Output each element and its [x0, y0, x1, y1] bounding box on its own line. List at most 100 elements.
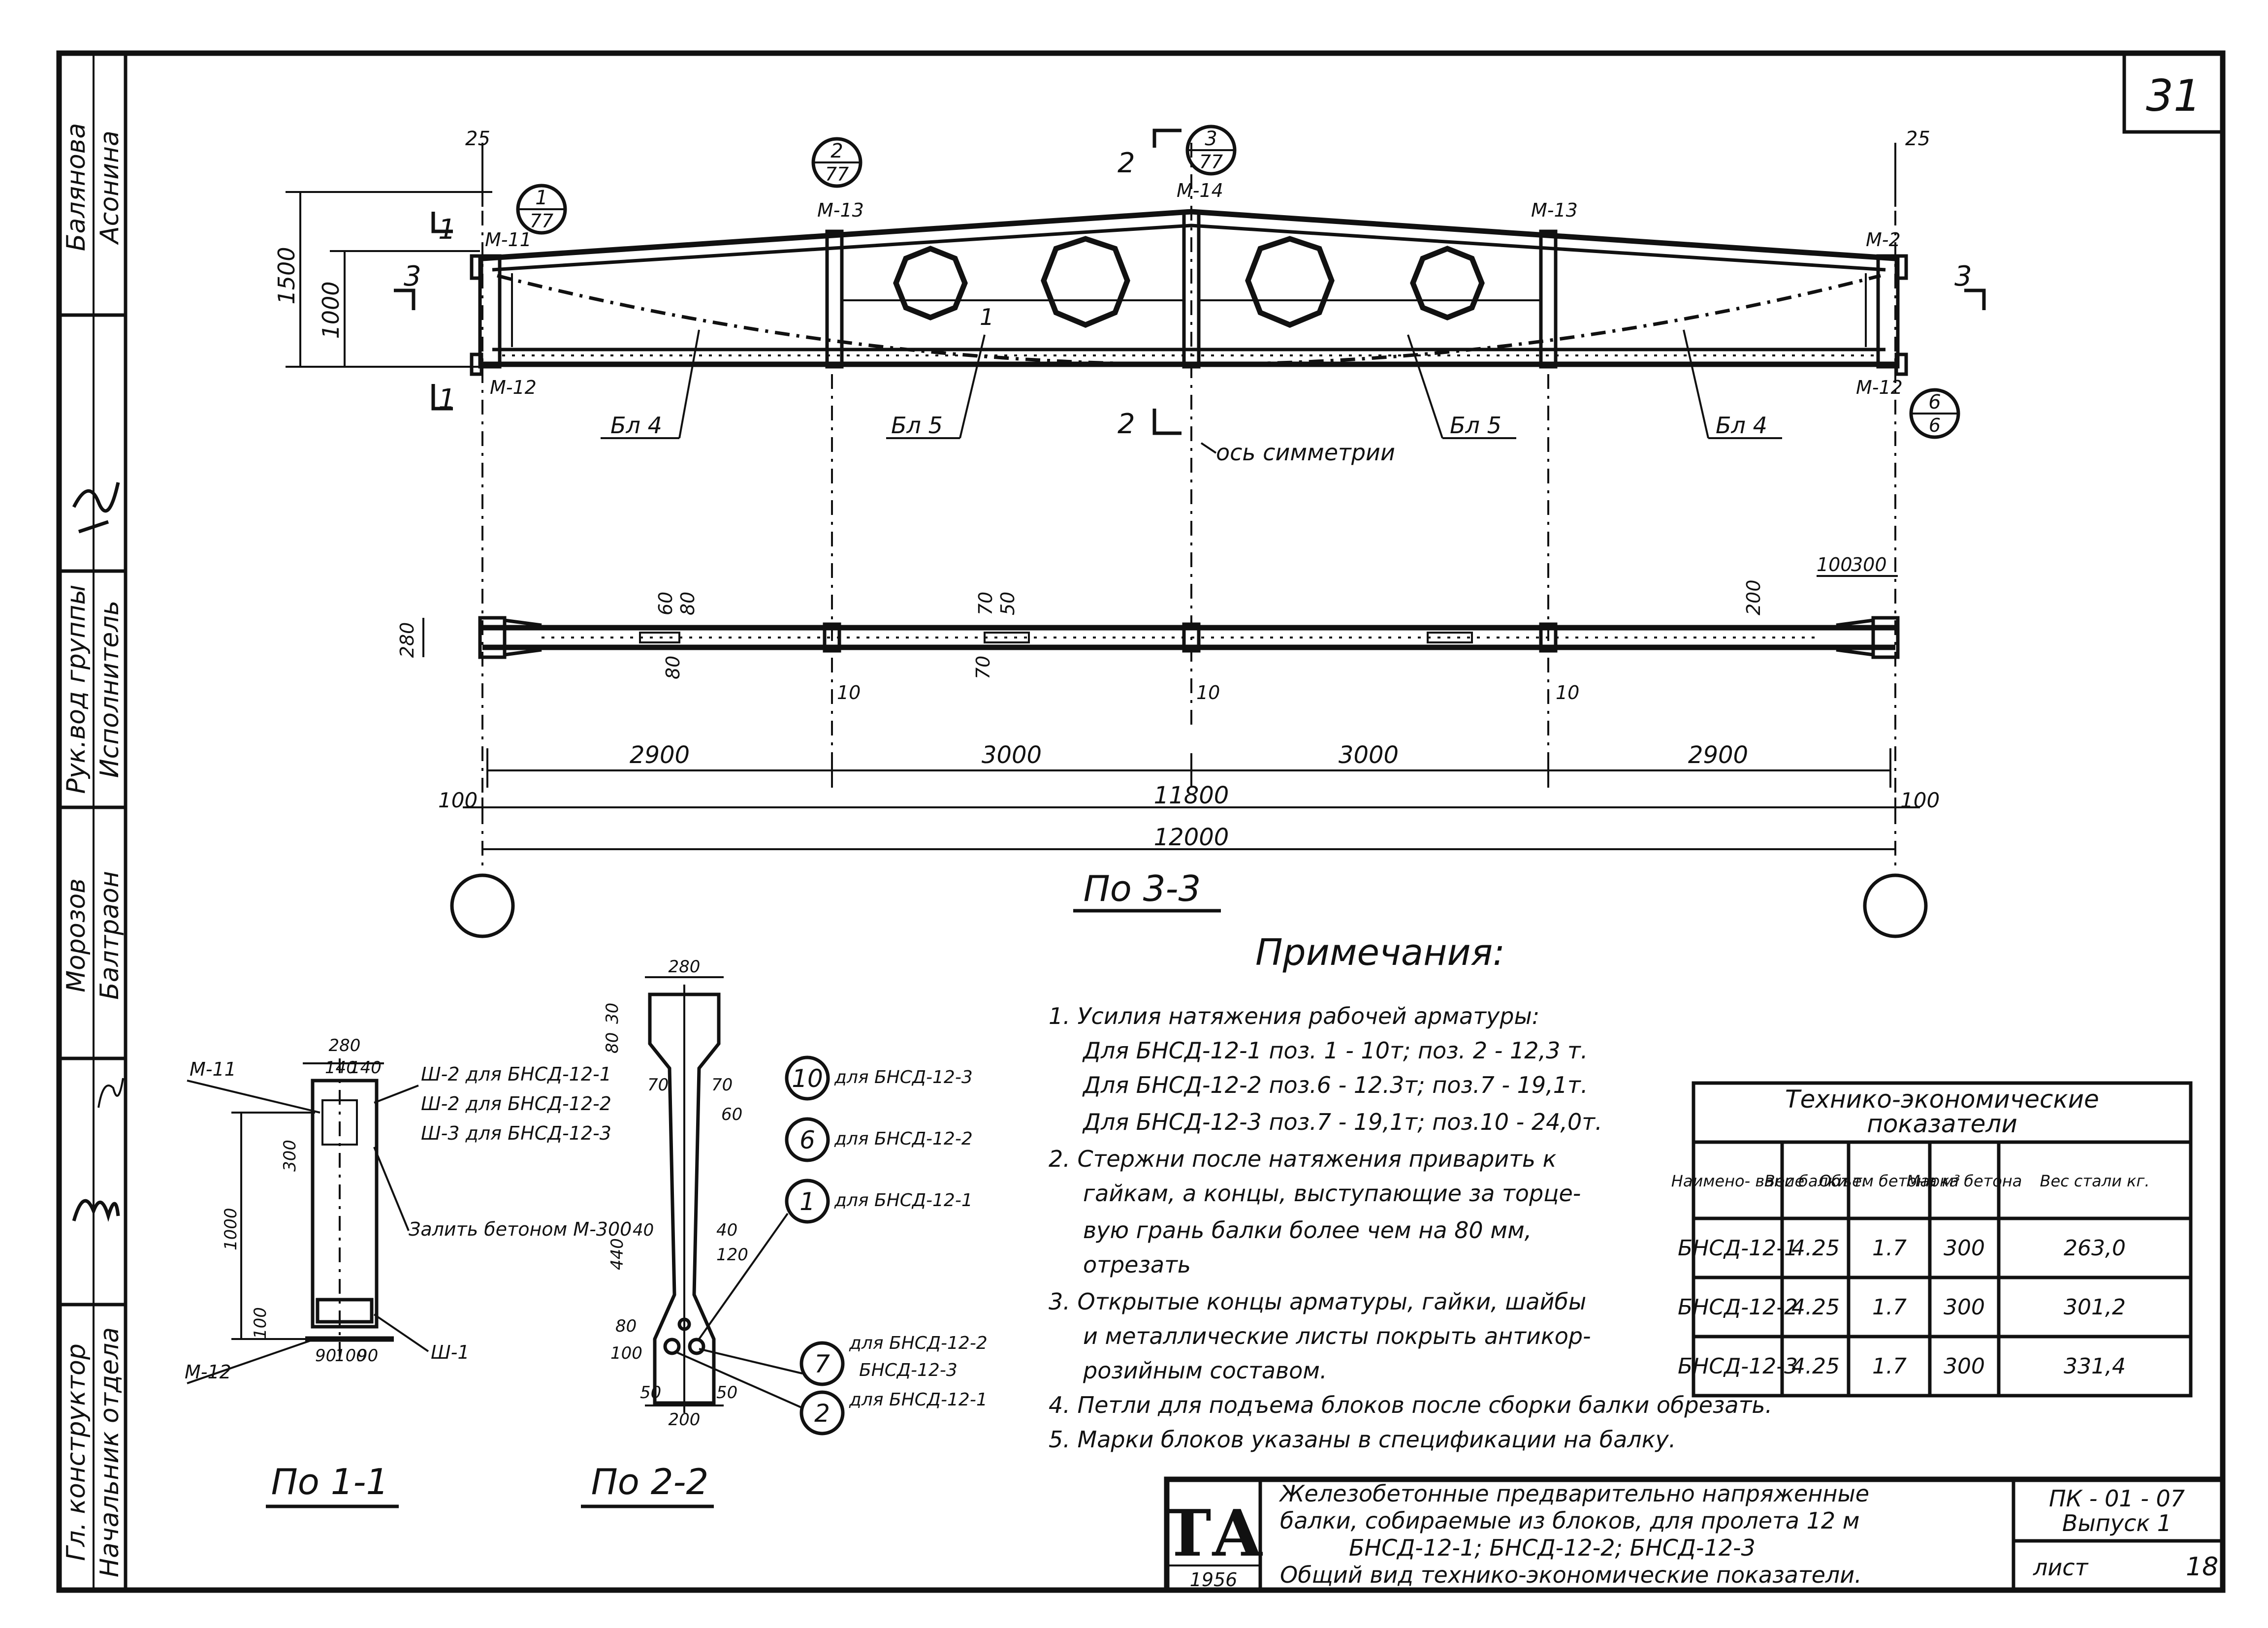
callout-2-77: 2 77	[811, 137, 862, 188]
stamp-role-3: Гл. конструктор	[62, 1343, 91, 1561]
s11-m11: М-11	[190, 1058, 236, 1080]
balloon-10	[785, 1055, 830, 1101]
plan-dim-10-right: 10	[1556, 682, 1579, 703]
svg-text:77: 77	[530, 210, 553, 232]
balloon-2	[799, 1390, 845, 1436]
s11-h1000: 1000	[221, 1208, 241, 1250]
s11-w2: Ш-2 для БНСД-12-2	[421, 1093, 611, 1115]
plan-dim-50: 50	[997, 592, 1019, 615]
org-logo: ТА	[1164, 1496, 1264, 1571]
note-line-3: Для БНСД-12-2 поз.6 - 12.3т; поз.7 - 19,…	[1082, 1072, 1588, 1098]
sheet-number: 18	[2186, 1552, 2218, 1582]
svg-text:1: 1	[535, 187, 547, 209]
note-line-5: 2. Стержни после натяжения приварить к	[1049, 1146, 1557, 1172]
section-1-1-title: По 1-1	[271, 1461, 389, 1502]
s22-d120: 120	[716, 1245, 748, 1265]
svg-text:2: 2	[1118, 147, 1135, 179]
dim-25-left: 25	[465, 128, 490, 150]
plan-dim-80b: 80	[662, 656, 684, 679]
side-stamp: Балянова Асонина Рук.вод группы Исполнит…	[62, 123, 125, 1577]
s11-h300: 300	[280, 1140, 300, 1172]
table-header-grade: Марка бетона	[1907, 1172, 2022, 1190]
svg-text:3: 3	[1954, 260, 1972, 292]
svg-text:1: 1	[438, 214, 456, 246]
title-line-2: балки, собираемые из блоков, для пролета…	[1280, 1507, 1859, 1534]
stamp-name-2: Асонина	[95, 130, 125, 245]
table-cell: 301,2	[2064, 1295, 2126, 1320]
balloon-7-extra: БНСД-12-3	[859, 1360, 958, 1380]
axis-label: ось симметрии	[1216, 439, 1395, 466]
notes-heading: Примечания:	[1255, 931, 1505, 974]
s11-w140b: 140	[350, 1058, 382, 1078]
svg-text:77: 77	[825, 163, 849, 185]
s22-d70b: 70	[711, 1075, 733, 1095]
s22-d40a: 40	[633, 1220, 654, 1240]
end-offset-left: 100	[438, 788, 478, 812]
svg-text:2: 2	[1118, 408, 1135, 440]
marker-m2-right: М-2	[1866, 229, 1901, 251]
svg-text:6: 6	[1928, 391, 1941, 414]
table-title-2: показатели	[1867, 1110, 2017, 1138]
svg-text:1: 1	[799, 1187, 815, 1216]
s11-w1: Ш-2 для БНСД-12-1	[421, 1063, 611, 1085]
table-cell: 4.25	[1791, 1295, 1840, 1320]
marker-m12-right: М-12	[1856, 377, 1903, 398]
plan-dim-70: 70	[975, 592, 996, 615]
marker-m13-left: М-13	[817, 199, 864, 221]
svg-text:77: 77	[1199, 151, 1223, 173]
table-title-1: Технико-экономические	[1785, 1085, 2099, 1114]
section-2-2-title: По 2-2	[591, 1461, 709, 1502]
note-line-1: 1. Усилия натяжения рабочей арматуры:	[1049, 1003, 1539, 1029]
plan-dim-80: 80	[677, 592, 699, 615]
s22-d50a: 50	[640, 1383, 661, 1403]
svg-text:2: 2	[814, 1399, 830, 1428]
span-4: 2900	[1688, 741, 1748, 769]
balloon-7	[799, 1341, 845, 1386]
svg-text:1: 1	[438, 383, 456, 415]
s11-sh1: Ш-1	[431, 1341, 470, 1363]
svg-text:6: 6	[1929, 415, 1941, 436]
total-11800: 11800	[1154, 782, 1229, 809]
title-year: 1956	[1190, 1569, 1238, 1591]
end-offset-right: 100	[1900, 788, 1940, 812]
table-cell: 1.7	[1872, 1236, 1907, 1261]
dim-1500: 1500	[273, 247, 300, 304]
grid-axis-bubble	[450, 873, 515, 938]
cut-marks: 1 1 2 2 3 3	[394, 128, 1986, 440]
marker-m14: М-14	[1177, 180, 1223, 201]
table-header-name: Наимено- вание	[1671, 1172, 1804, 1190]
s22-d30: 30	[603, 1003, 622, 1024]
s11-b90b: 90	[357, 1346, 378, 1366]
title-line-4: Общий вид технико-экономические показате…	[1280, 1562, 1862, 1588]
s22-d80: 80	[615, 1316, 637, 1336]
block-label-1: Бл 4	[610, 412, 662, 439]
balloon-10-text: для БНСД-12-3	[834, 1067, 973, 1087]
stamp-name-1: Балянова	[62, 123, 91, 251]
s11-b90a: 90	[315, 1346, 336, 1366]
s11-b100: 100	[335, 1346, 367, 1366]
table-cell: БНСД-12-1	[1678, 1236, 1798, 1261]
s11-w280: 280	[329, 1036, 361, 1055]
table-header-weight: Вес балки т.	[1764, 1172, 1867, 1190]
table-cell: 4.25	[1791, 1354, 1840, 1379]
doc-issue: Выпуск 1	[2062, 1510, 2172, 1536]
s22-w200: 200	[669, 1410, 701, 1430]
svg-text:3: 3	[1205, 128, 1217, 150]
span-1: 2900	[630, 741, 690, 769]
signature-3	[97, 1078, 124, 1108]
note-line-12: 4. Петли для подъема блоков после сборки…	[1049, 1392, 1772, 1418]
plan-dim-200: 200	[1743, 579, 1764, 615]
signature-1	[72, 482, 120, 534]
span-3: 3000	[1339, 741, 1399, 769]
s22-d80t: 80	[603, 1032, 622, 1053]
note-line-2: Для БНСД-12-1 поз. 1 - 10т; поз. 2 - 12,…	[1082, 1037, 1588, 1064]
stamp-role-2: Исполнитель	[95, 601, 125, 778]
page-number: 31	[2146, 70, 2201, 121]
stamp-role-1: Рук.вод группы	[62, 584, 91, 794]
plan-dim-300: 300	[1851, 554, 1887, 575]
s22-d40b: 40	[716, 1220, 737, 1240]
title-block: ТА 1956 Железобетонные предварительно на…	[1164, 1476, 2226, 1593]
section-2-2: 280 30 80 70 70 60 40 40 120 440 80 100 …	[581, 957, 988, 1508]
svg-text:10: 10	[792, 1064, 823, 1093]
